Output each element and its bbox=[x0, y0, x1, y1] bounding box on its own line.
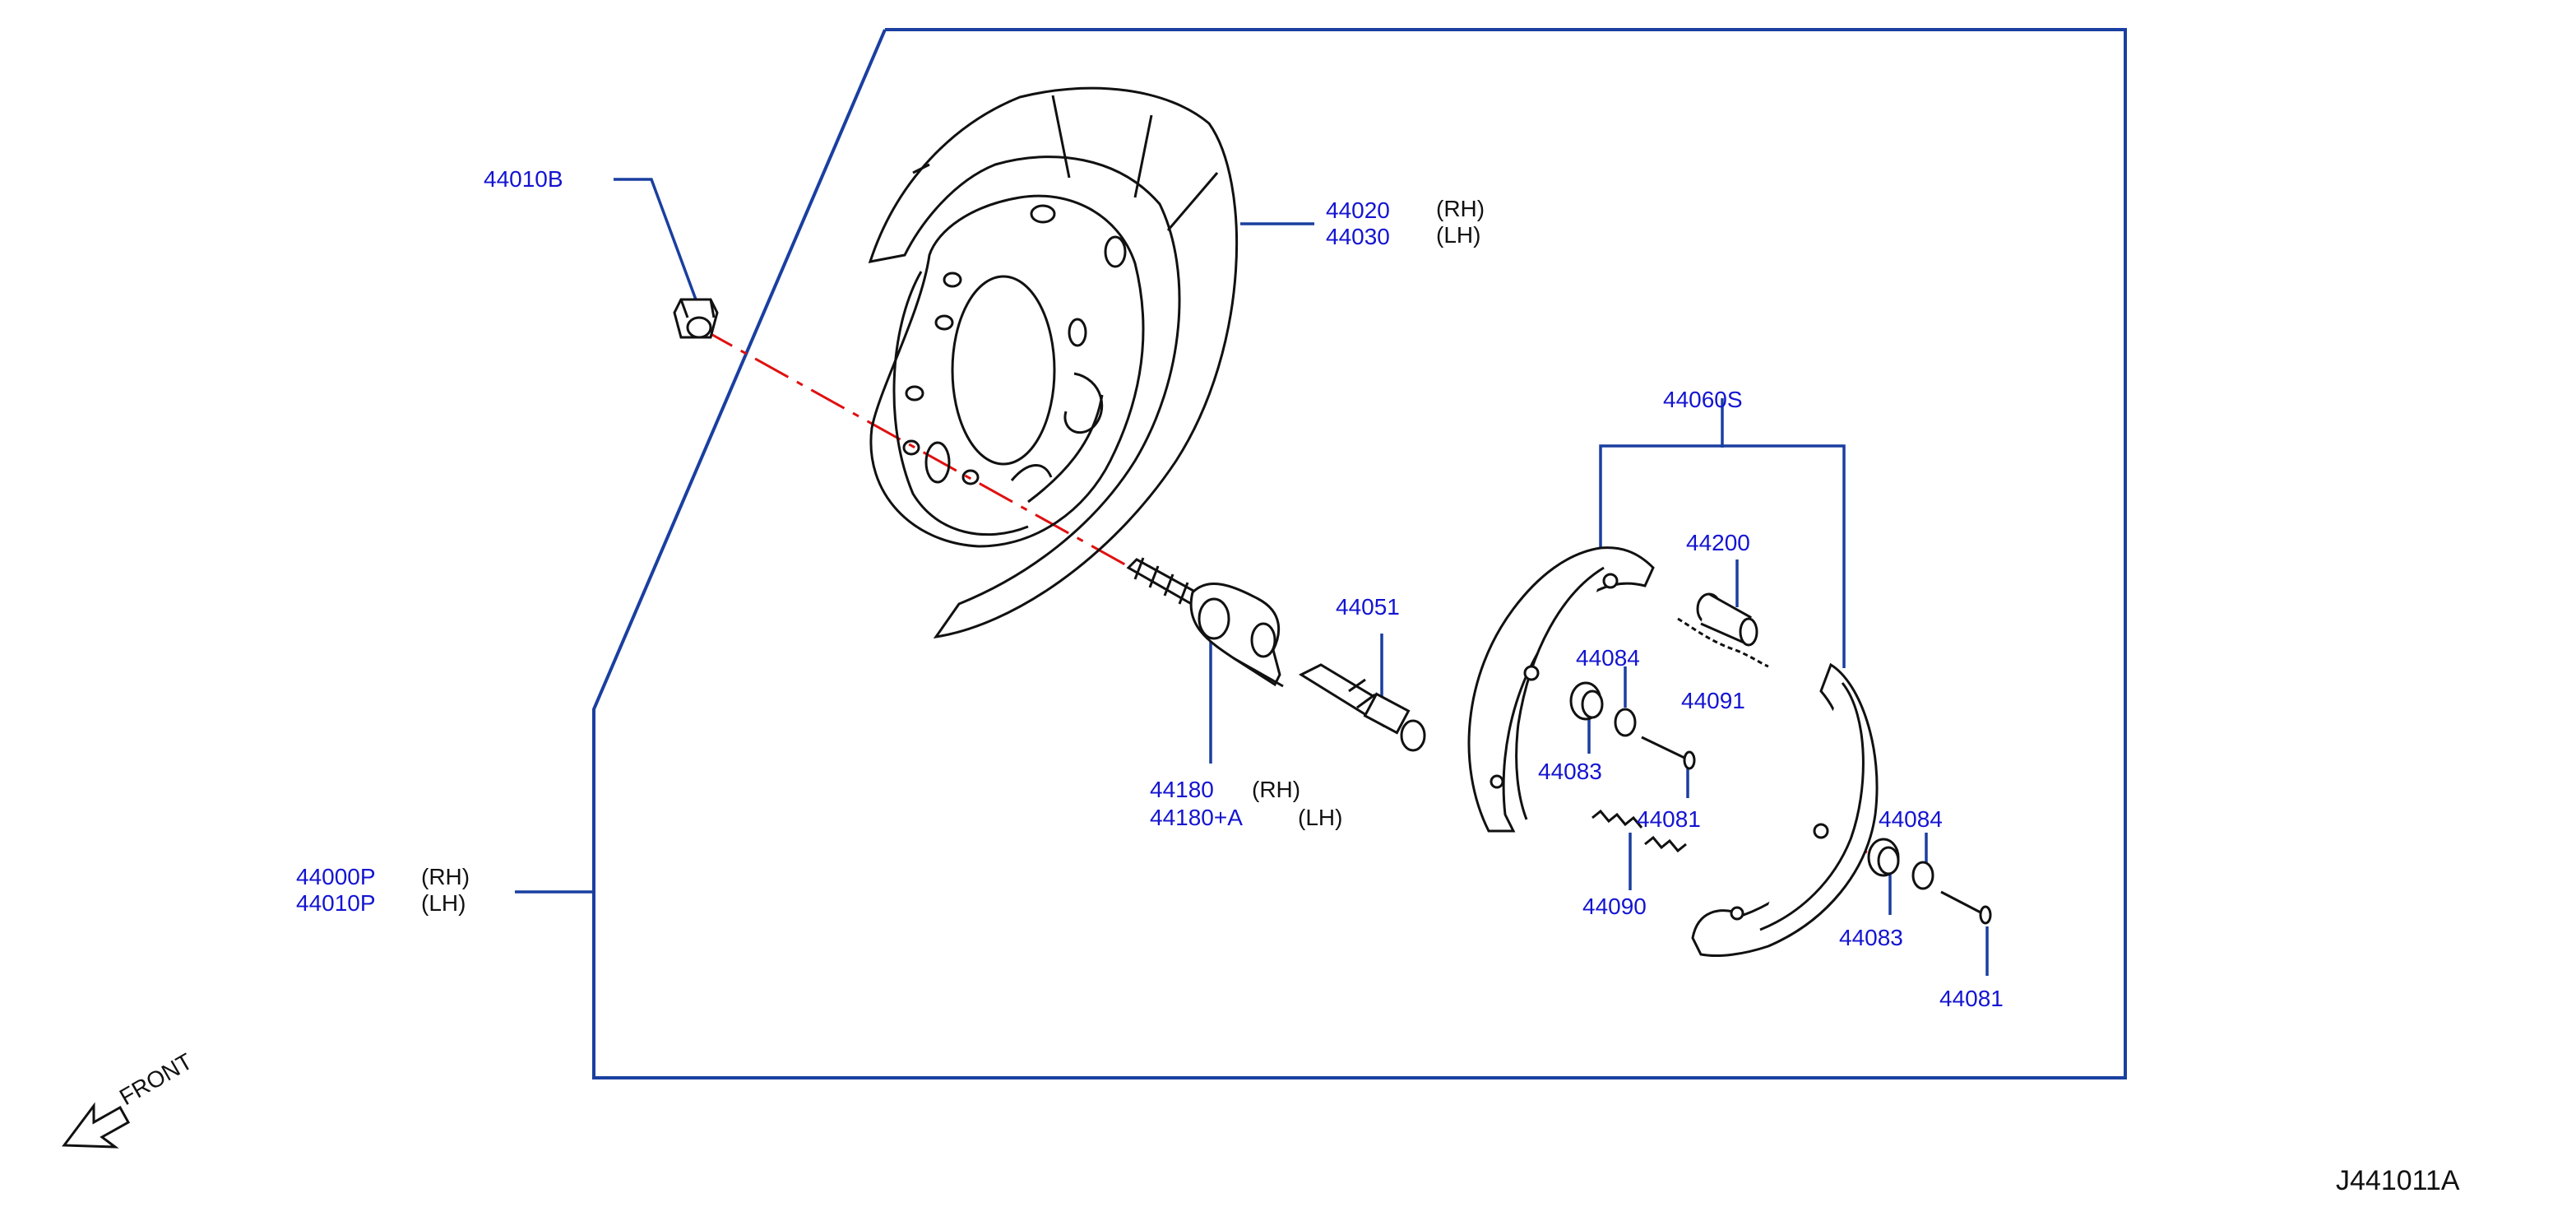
part-label-plate-assy-rh[interactable]: 44000P bbox=[296, 864, 376, 889]
part-label-nut[interactable]: 44010B bbox=[484, 166, 563, 192]
side-label-plate-assy-lh: (LH) bbox=[421, 890, 466, 916]
part-label-pin-upper[interactable]: 44081 bbox=[1637, 806, 1701, 832]
part-label-cable-lever-rh[interactable]: 44180 bbox=[1150, 777, 1214, 802]
leader-lines bbox=[515, 178, 1989, 976]
part-label-adjuster[interactable]: 44200 bbox=[1686, 530, 1750, 555]
part-label-baffle-lh[interactable]: 44030 bbox=[1326, 224, 1390, 249]
nut-illustration[interactable] bbox=[673, 298, 719, 339]
assembly-outline bbox=[592, 28, 2127, 1079]
side-label-cable-lever-lh: (LH) bbox=[1298, 805, 1343, 830]
left-shoe-illustration[interactable] bbox=[1467, 546, 1655, 833]
baffle-plate-illustration[interactable] bbox=[868, 86, 1239, 639]
side-label-baffle-rh: (RH) bbox=[1436, 196, 1485, 221]
part-label-baffle-rh[interactable]: 44020 bbox=[1326, 197, 1390, 223]
right-shoe-illustration[interactable] bbox=[1691, 662, 1879, 957]
part-label-lever[interactable]: 44051 bbox=[1336, 594, 1400, 620]
part-label-shoe-set[interactable]: 44060S bbox=[1663, 387, 1743, 412]
part-label-hold-spring-lower[interactable]: 44083 bbox=[1839, 925, 1903, 950]
adjuster-illustration[interactable] bbox=[1677, 592, 1769, 668]
part-label-plate-assy-lh[interactable]: 44010P bbox=[296, 890, 376, 916]
part-label-pin-lower[interactable]: 44081 bbox=[1939, 986, 2004, 1011]
side-label-plate-assy-rh: (RH) bbox=[421, 864, 470, 889]
part-label-spring-lower[interactable]: 44090 bbox=[1582, 894, 1647, 919]
diagram-reference-id: J441011A bbox=[2336, 1165, 2460, 1196]
front-arrow-icon bbox=[62, 1102, 131, 1149]
lower-spring-illustration[interactable] bbox=[1591, 809, 1687, 853]
part-label-spring-upper[interactable]: 44091 bbox=[1681, 688, 1745, 713]
lever-illustration[interactable] bbox=[1298, 663, 1426, 752]
part-label-retainer-lower[interactable]: 44084 bbox=[1879, 806, 1943, 832]
upper-hold-down-illustration[interactable] bbox=[1569, 681, 1696, 770]
side-label-baffle-lh: (LH) bbox=[1436, 222, 1481, 248]
part-label-hold-spring-upper[interactable]: 44083 bbox=[1538, 759, 1602, 784]
part-label-retainer-upper[interactable]: 44084 bbox=[1576, 645, 1640, 671]
part-label-cable-lever-lh[interactable]: 44180+A bbox=[1150, 805, 1243, 830]
side-label-cable-lever-rh: (RH) bbox=[1252, 777, 1301, 802]
cable-lever-illustration[interactable] bbox=[1126, 557, 1284, 688]
lower-hold-down-illustration[interactable] bbox=[1867, 838, 1992, 925]
